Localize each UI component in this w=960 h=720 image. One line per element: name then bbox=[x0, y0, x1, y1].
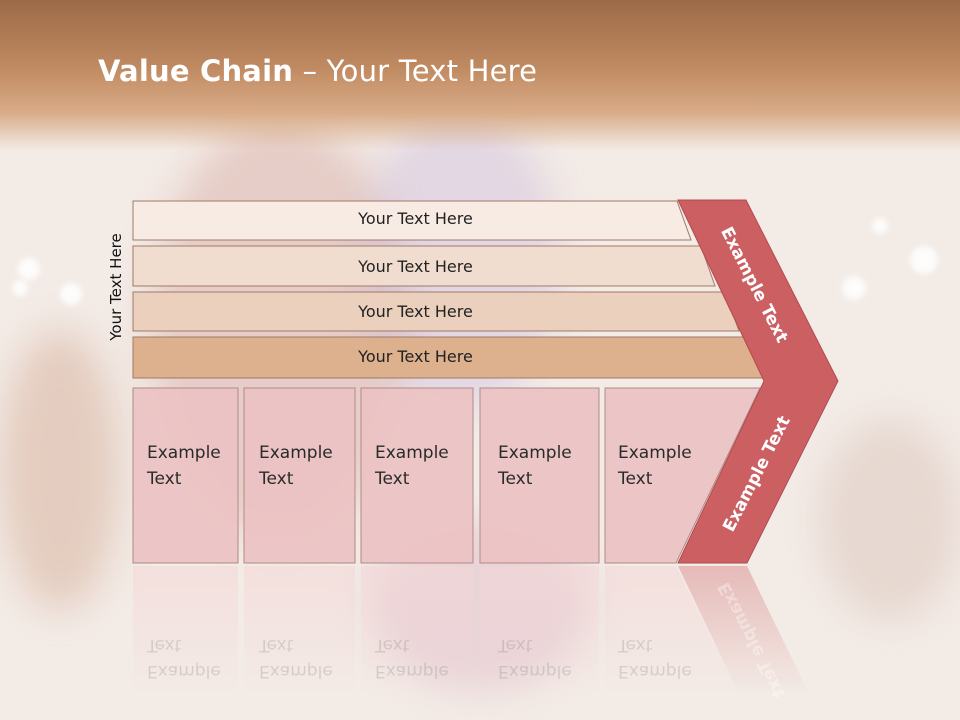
box-label-line: Example bbox=[498, 661, 572, 681]
box-label-line: Example bbox=[375, 661, 449, 681]
row-label-2: Your Text Here bbox=[358, 257, 473, 276]
box-label-line: Example bbox=[259, 443, 333, 463]
box-label-line: Text bbox=[259, 635, 294, 655]
box-label-line: Example bbox=[498, 443, 572, 463]
box-label-line: Text bbox=[375, 469, 410, 489]
box-label-reflection: Example Text bbox=[147, 632, 247, 684]
box-reflection bbox=[605, 566, 740, 696]
box-label-line: Text bbox=[498, 469, 533, 489]
box-reflection bbox=[133, 566, 238, 696]
box-shape-4 bbox=[479, 387, 600, 564]
box-label-line: Example bbox=[618, 661, 692, 681]
title-rest: – Your Text Here bbox=[293, 54, 538, 88]
box-label-reflection: Example Text bbox=[375, 632, 475, 684]
row-shape-1 bbox=[132, 200, 692, 241]
box-label-reflection: Example Text bbox=[618, 632, 718, 684]
box-label-line: Text bbox=[375, 635, 410, 655]
title-bold: Value Chain bbox=[98, 54, 294, 88]
box-label-line: Text bbox=[618, 635, 653, 655]
row-label-1: Your Text Here bbox=[358, 209, 473, 228]
box-label-line: Text bbox=[147, 469, 182, 489]
box-shape-3 bbox=[360, 387, 474, 564]
row-shape-2 bbox=[132, 245, 716, 287]
header-band bbox=[0, 0, 960, 150]
background-light bbox=[18, 258, 40, 280]
background-shape bbox=[0, 330, 120, 610]
box-label-line: Text bbox=[618, 469, 653, 489]
box-shape-1 bbox=[132, 387, 239, 564]
background-light bbox=[12, 280, 28, 296]
box-reflection bbox=[361, 566, 473, 696]
box-reflection bbox=[480, 566, 599, 696]
background-light bbox=[872, 218, 888, 234]
arrow-reflection bbox=[678, 566, 810, 696]
value-chain-arrow bbox=[677, 199, 839, 564]
background-shape bbox=[820, 420, 960, 620]
box-shape-2 bbox=[243, 387, 356, 564]
row-label-4: Your Text Here bbox=[358, 347, 473, 366]
background-light bbox=[60, 283, 82, 305]
row-shape-3 bbox=[132, 291, 740, 332]
background-light bbox=[910, 246, 938, 274]
background-light bbox=[842, 276, 866, 300]
box-label-line: Example bbox=[259, 661, 333, 681]
row-label-3: Your Text Here bbox=[358, 302, 473, 321]
box-label-line: Example bbox=[147, 443, 221, 463]
box-label-line: Text bbox=[147, 635, 182, 655]
box-shape-5 bbox=[604, 387, 761, 564]
box-label-reflection: Example Text bbox=[498, 632, 598, 684]
box-label-line: Text bbox=[259, 469, 294, 489]
slide-title: Value Chain – Your Text Here bbox=[98, 54, 537, 88]
box-label-line: Text bbox=[498, 635, 533, 655]
box-reflection bbox=[244, 566, 355, 696]
box-label-line: Example bbox=[618, 443, 692, 463]
box-label-reflection: Example Text bbox=[259, 632, 359, 684]
box-label-line: Example bbox=[375, 443, 449, 463]
box-label-line: Example bbox=[147, 661, 221, 681]
